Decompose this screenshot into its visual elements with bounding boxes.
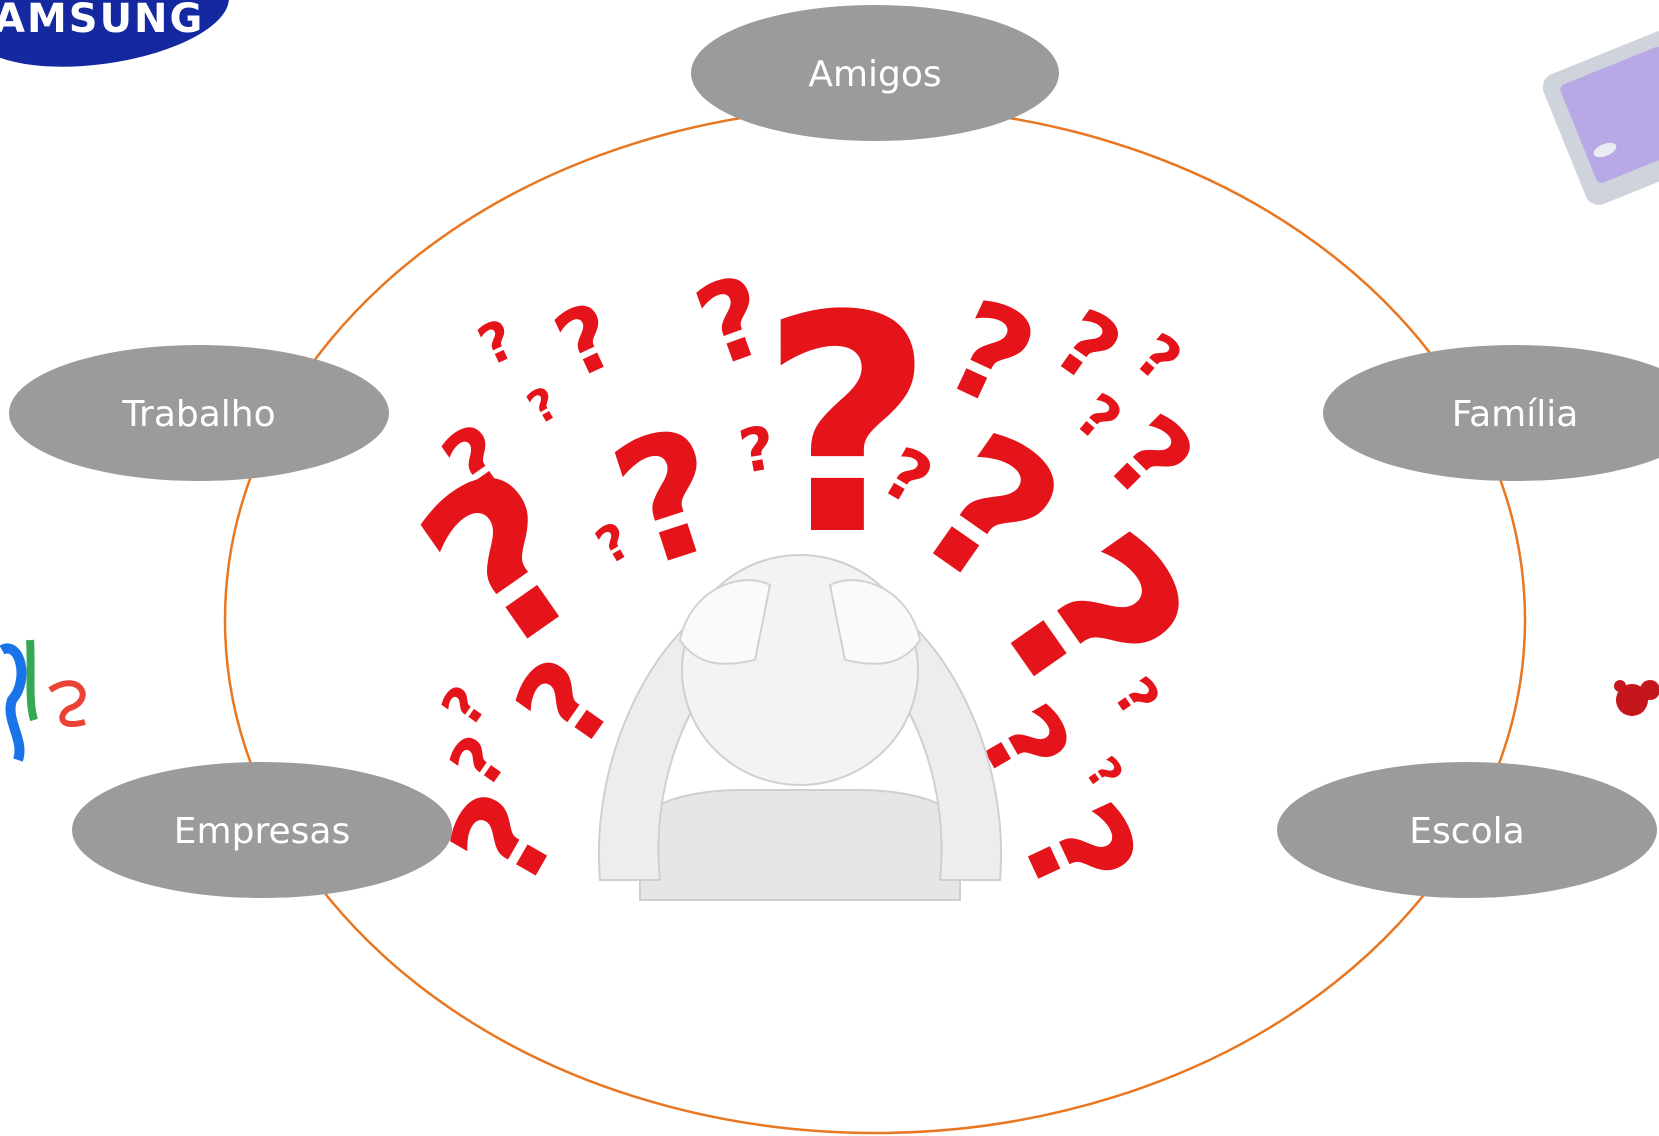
- smartphone-image: [1542, 31, 1659, 205]
- confused-person-figure: [597, 554, 1003, 901]
- samsung-logo: AMSUNG: [0, 0, 229, 67]
- question-mark-icon: ?: [987, 780, 1169, 922]
- red-splash-fragment: [1614, 680, 1659, 716]
- question-mark-icon: ?: [760, 252, 934, 601]
- node-familia: Família: [1323, 345, 1659, 481]
- node-amigos: Amigos: [691, 5, 1059, 141]
- node-trabalho: Trabalho: [9, 345, 389, 481]
- question-mark-icon: ?: [519, 376, 568, 435]
- node-amigos-label: Amigos: [808, 54, 941, 95]
- node-escola-label: Escola: [1409, 811, 1524, 852]
- node-empresas: Empresas: [72, 762, 452, 898]
- question-mark-icon: ?: [1122, 320, 1194, 396]
- node-trabalho-label: Trabalho: [121, 394, 275, 435]
- node-empresas-label: Empresas: [174, 811, 350, 852]
- node-familia-label: Família: [1452, 394, 1579, 435]
- question-mark-icon: ?: [540, 283, 632, 400]
- question-mark-icon: ?: [469, 307, 525, 378]
- samsung-logo-text: AMSUNG: [0, 0, 204, 42]
- node-escola: Escola: [1277, 762, 1657, 898]
- google-logo-fragment: [0, 639, 86, 762]
